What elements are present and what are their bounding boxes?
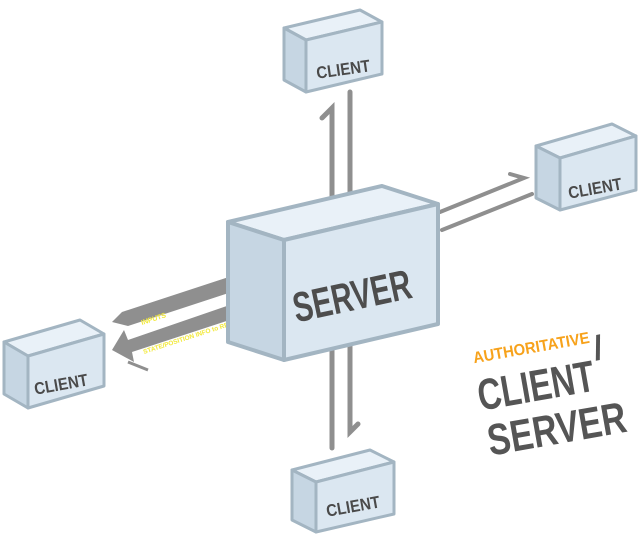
server-side-face [226, 220, 286, 362]
title-slash: / [590, 329, 606, 368]
client-box-left [2, 318, 106, 410]
client-box-right [534, 122, 638, 212]
state-arrow-tail [127, 360, 149, 372]
connector-bottom [329, 339, 361, 451]
server-box [226, 184, 440, 362]
inputs-arrow [112, 262, 262, 326]
arrow-left-line [440, 192, 534, 232]
diagram-title: AUTHORITATIVE CLIENT / SERVER [472, 329, 630, 466]
arrow-bottom-down-line [347, 339, 361, 439]
connector-top [319, 89, 353, 211]
client-box-top [282, 8, 384, 94]
connector-right [438, 172, 534, 232]
client-box-bottom [290, 448, 396, 534]
arrow-down-line [339, 89, 353, 211]
arrow-right-line [438, 172, 531, 214]
server-front-face [282, 202, 440, 362]
arrow-up-line [319, 101, 335, 203]
